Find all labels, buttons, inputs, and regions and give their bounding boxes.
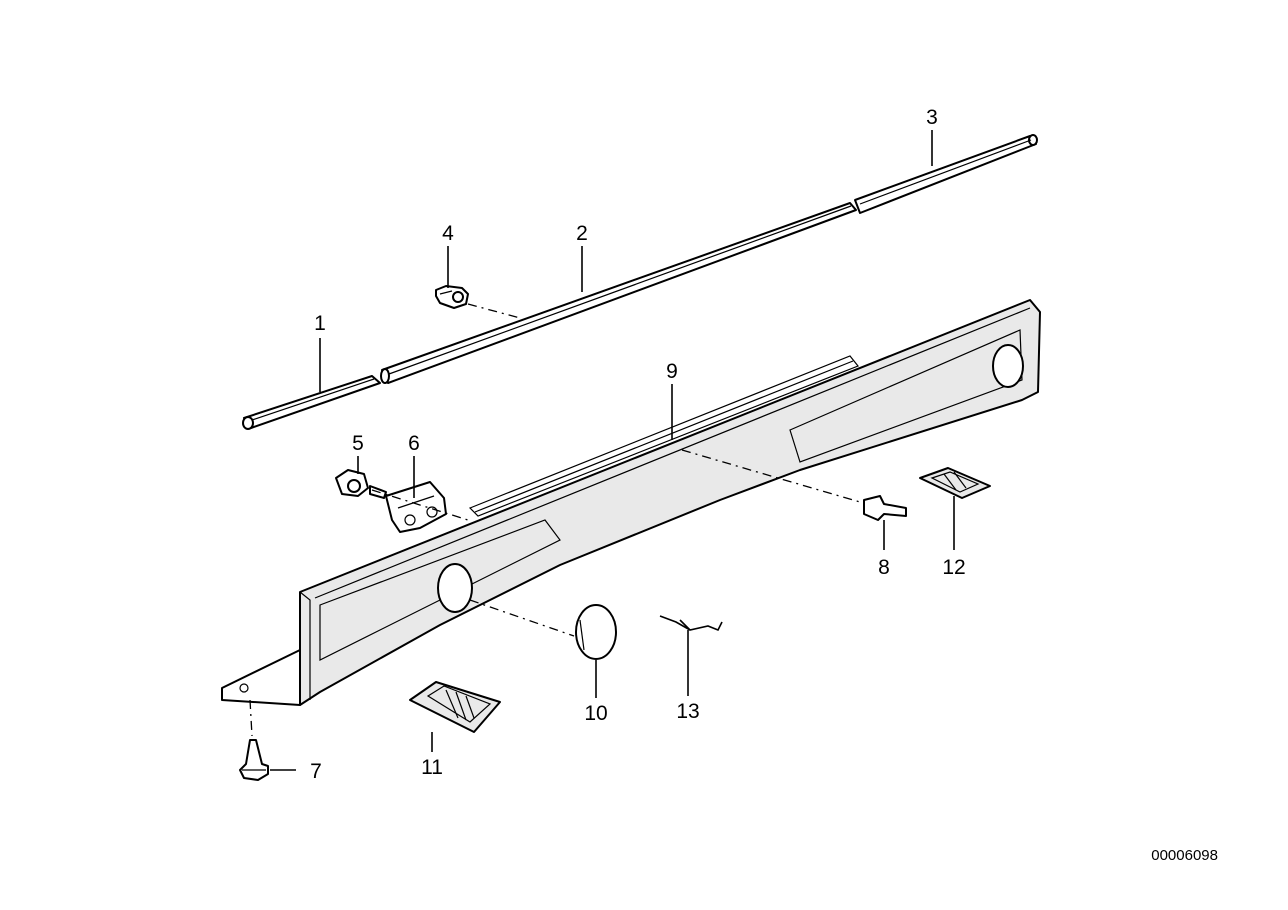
leader-lines: [270, 130, 955, 771]
callout-9: 9: [666, 360, 678, 383]
trim-strip-2: [380, 202, 857, 384]
callout-11: 11: [421, 756, 443, 779]
push-rivet-7: [239, 739, 269, 781]
callout-5: 5: [352, 432, 364, 455]
callout-3: 3: [926, 106, 938, 129]
callout-10: 10: [584, 702, 607, 725]
callout-1: 1: [314, 312, 326, 335]
document-number: 00006098: [1151, 847, 1218, 864]
wire-clip-13: [659, 615, 723, 632]
jacking-pad-11: [409, 681, 501, 733]
rocker-panel-9: [221, 299, 1041, 706]
assembly-lines: [249, 303, 861, 737]
plug-5: [335, 469, 387, 499]
expansion-rivet-8: [863, 495, 907, 521]
callout-6: 6: [408, 432, 420, 455]
callout-13: 13: [676, 700, 699, 723]
trim-strip-1: [242, 375, 381, 430]
callout-7: 7: [310, 760, 322, 783]
callout-8: 8: [878, 556, 890, 579]
cap-10: [575, 604, 617, 660]
callout-4: 4: [442, 222, 454, 245]
callout-2: 2: [576, 222, 588, 245]
bracket-6: [385, 481, 447, 533]
callout-12: 12: [942, 556, 965, 579]
clip-4: [435, 285, 469, 309]
trim-strip-3: [854, 134, 1038, 214]
jacking-pad-12: [919, 467, 991, 499]
